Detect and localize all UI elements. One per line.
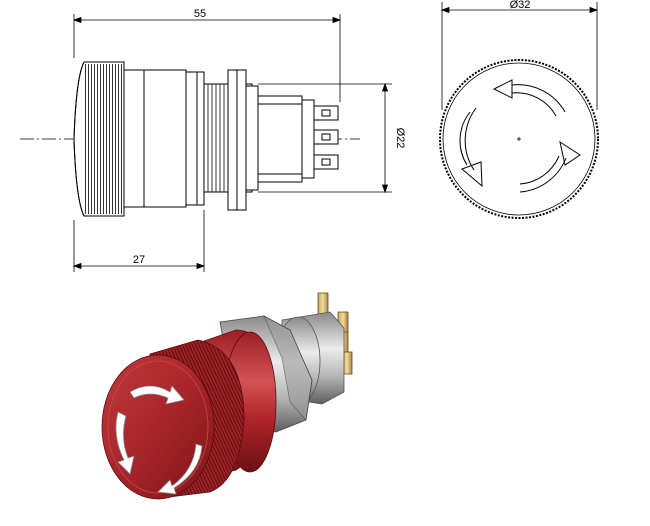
dimension-thread-diameter — [258, 82, 392, 194]
rotate-arrow-icon — [115, 385, 203, 495]
thread-diameter-label: Ø22 — [394, 128, 406, 149]
dimension-cap-to-panel — [72, 210, 206, 272]
overall-length-label: 55 — [194, 8, 206, 20]
cap-diameter-label: Ø32 — [510, 0, 531, 11]
side-view — [20, 14, 392, 272]
red-cap-render — [101, 339, 245, 500]
dimension-cap-diameter — [440, 2, 599, 110]
terminals — [313, 105, 339, 170]
cap-to-panel-label: 27 — [133, 254, 145, 266]
rear-housing — [257, 95, 315, 183]
isometric-render — [101, 292, 353, 500]
panel-nut — [227, 69, 259, 211]
front-view — [439, 2, 599, 219]
dimension-overall-length — [72, 14, 342, 102]
button-body — [123, 69, 205, 208]
knurled-rim — [439, 59, 599, 219]
knurled-cap — [73, 61, 125, 217]
rotate-arrow-icon — [459, 79, 581, 193]
